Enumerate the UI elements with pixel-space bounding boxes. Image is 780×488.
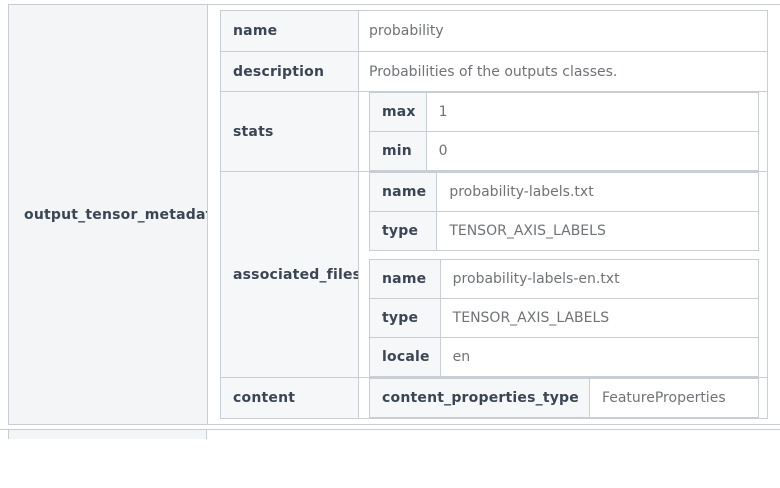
- stat-value-max: 1: [425, 92, 760, 132]
- table-row: min 0: [369, 131, 760, 171]
- file2-name-value: probability-labels-en.txt: [439, 259, 760, 299]
- stat-label-min: min: [369, 131, 427, 171]
- content-properties-type-value: FeatureProperties: [588, 378, 760, 418]
- associated-file-table-1: name probability-labels.txt type TENSOR_…: [368, 172, 759, 251]
- table-row: max 1: [369, 92, 760, 132]
- field-label-content: content: [220, 377, 359, 419]
- next-section-partial-row: [0, 429, 780, 439]
- tensor-fields-table: name probability description Probabiliti…: [220, 10, 768, 419]
- next-section-value-cell: [207, 430, 780, 439]
- table-row: name probability-labels-en.txt: [369, 259, 760, 299]
- table-row: type TENSOR_AXIS_LABELS: [368, 211, 759, 251]
- associated-file-table-2: name probability-labels-en.txt type TENS…: [369, 259, 760, 377]
- output-tensor-metadata-table: output_tensor_metadata name probability …: [8, 4, 780, 425]
- table-row: content content_properties_type FeatureP…: [220, 377, 768, 419]
- field-label-description: description: [220, 51, 359, 92]
- stats-cell: max 1 min 0: [358, 91, 768, 172]
- table-row: name probability-labels.txt: [368, 172, 759, 212]
- table-row: stats max 1: [220, 91, 768, 172]
- field-value-name: probability: [358, 10, 768, 52]
- file2-locale-value: en: [439, 337, 760, 377]
- table-row: name probability: [220, 10, 768, 52]
- field-label-name: name: [220, 10, 359, 52]
- file2-locale-label: locale: [369, 337, 441, 377]
- stats-table: max 1 min 0: [369, 92, 760, 171]
- file1-type-label: type: [368, 211, 438, 251]
- content-properties-type-label: content_properties_type: [369, 378, 590, 418]
- table-row: description Probabilities of the outputs…: [220, 51, 768, 92]
- next-section-label-cell: [8, 430, 207, 439]
- content-cell: content_properties_type FeaturePropertie…: [358, 377, 768, 419]
- file1-name-value: probability-labels.txt: [436, 172, 759, 212]
- table-row: output_tensor_metadata name probability …: [8, 4, 780, 425]
- file2-name-label: name: [369, 259, 441, 299]
- table-row: associated_files name probability-labels…: [220, 171, 768, 378]
- stat-label-max: max: [369, 92, 427, 132]
- table-row: locale en: [369, 337, 760, 377]
- associated-files-cell: name probability-labels.txt type TENSOR_…: [358, 171, 768, 378]
- file2-type-label: type: [369, 298, 441, 338]
- table-row: content_properties_type FeaturePropertie…: [369, 378, 760, 418]
- section-value-cell: name probability description Probabiliti…: [207, 4, 780, 425]
- field-label-stats: stats: [220, 91, 359, 172]
- table-row: type TENSOR_AXIS_LABELS: [369, 298, 760, 338]
- content-properties-table: content_properties_type FeaturePropertie…: [369, 378, 760, 418]
- stat-value-min: 0: [425, 131, 760, 171]
- file1-type-value: TENSOR_AXIS_LABELS: [436, 211, 759, 251]
- field-label-associated-files: associated_files: [220, 171, 359, 378]
- section-label: output_tensor_metadata: [24, 206, 208, 223]
- file2-type-value: TENSOR_AXIS_LABELS: [439, 298, 760, 338]
- field-value-description: Probabilities of the outputs classes.: [358, 51, 768, 92]
- section-label-cell: output_tensor_metadata: [8, 4, 208, 425]
- file1-name-label: name: [368, 172, 438, 212]
